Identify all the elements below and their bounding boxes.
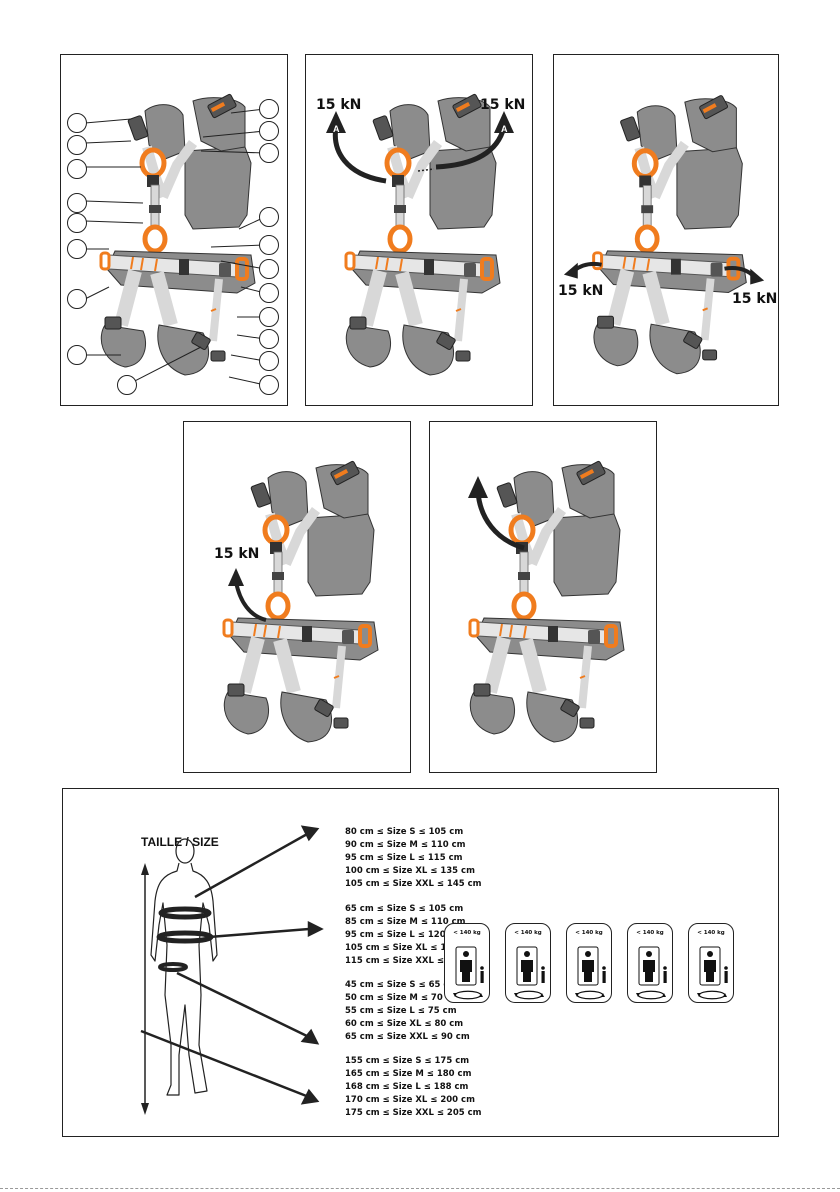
size-row: 170 cm ≤ Size XL ≤ 200 cm <box>345 1095 475 1105</box>
person-info-icon <box>513 946 546 1000</box>
height-size-list: 155 cm ≤ Size S ≤ 175 cm 165 cm ≤ Size M… <box>345 1055 482 1120</box>
callout-circle <box>259 207 279 227</box>
size-row: 65 cm ≤ Size S ≤ 105 cm <box>345 904 464 914</box>
size-title: TAILLE / SIZE <box>141 835 219 849</box>
size-row: 115 cm ≤ Size XXL ≤ 135 cm <box>345 956 482 966</box>
svg-text:A: A <box>333 124 340 134</box>
size-row: 45 cm ≤ Size S ≤ 65 cm <box>345 980 458 990</box>
size-row: 90 cm ≤ Size M ≤ 110 cm <box>345 840 466 850</box>
harness-illustration: A A <box>326 55 514 407</box>
arrow-head <box>326 111 346 133</box>
weight-limit-label: < 140 kg <box>636 930 664 936</box>
callout-circle <box>67 239 87 259</box>
size-row: 105 cm ≤ Size XXL ≤ 145 cm <box>345 879 482 889</box>
chest-band <box>158 906 212 920</box>
callout-circle <box>259 143 279 163</box>
size-row: 95 cm ≤ Size L ≤ 115 cm <box>345 853 463 863</box>
size-label-card: < 140 kg <box>627 923 673 1003</box>
harness-test-panel-3: 15 kN 15 kN <box>553 54 779 406</box>
arrow-head <box>468 476 488 498</box>
harness-illustration <box>563 55 765 407</box>
force-label: 15 kN <box>214 546 260 562</box>
size-row: 80 cm ≤ Size S ≤ 105 cm <box>345 827 464 837</box>
callout-circle <box>67 159 87 179</box>
harness-diagram-panel-1 <box>60 54 288 406</box>
weight-limit-label: < 140 kg <box>514 930 542 936</box>
callout-circle <box>67 113 87 133</box>
size-row: 85 cm ≤ Size M ≤ 110 cm <box>345 917 466 927</box>
size-row: 55 cm ≤ Size L ≤ 75 cm <box>345 1006 457 1016</box>
harness-test-panel-2: A A 15 kN 15 kN <box>305 54 533 406</box>
callout-circle <box>259 99 279 119</box>
person-info-icon <box>696 946 729 1000</box>
callout-circle <box>259 259 279 279</box>
person-info-icon <box>635 946 668 1000</box>
size-chart-panel: TAILLE / SIZE 80 cm ≤ Size S ≤ 105 cm 90 <box>62 788 779 1137</box>
callout-circle <box>259 307 279 327</box>
force-label-left: 15 kN <box>316 97 362 113</box>
harness-test-panel-5 <box>429 421 657 773</box>
force-label-right: 15 kN <box>732 291 778 307</box>
chest-size-list: 80 cm ≤ Size S ≤ 105 cm 90 cm ≤ Size M ≤… <box>345 826 482 891</box>
page-cut-line <box>0 1188 840 1190</box>
size-row: 105 cm ≤ Size XL ≤ 130 cm <box>345 943 475 953</box>
force-label-right: 15 kN <box>480 97 526 113</box>
callout-circle <box>67 345 87 365</box>
thigh-size-list: 45 cm ≤ Size S ≤ 65 cm 50 cm ≤ Size M ≤ … <box>345 979 470 1044</box>
size-row: 60 cm ≤ Size XL ≤ 80 cm <box>345 1019 464 1029</box>
arrow-head <box>494 111 514 133</box>
size-row: 50 cm ≤ Size M ≤ 70 cm <box>345 993 460 1003</box>
harness-test-panel-4: 15 kN <box>183 421 411 773</box>
arrow-head <box>228 568 244 586</box>
harness-illustration <box>430 422 658 774</box>
force-label-left: 15 kN <box>558 283 604 299</box>
size-row: 95 cm ≤ Size L ≤ 120 cm <box>345 930 463 940</box>
callout-circle <box>259 121 279 141</box>
weight-limit-label: < 140 kg <box>575 930 603 936</box>
size-row: 65 cm ≤ Size XXL ≤ 90 cm <box>345 1032 470 1042</box>
callout-circle <box>259 375 279 395</box>
size-row: 175 cm ≤ Size XXL ≤ 205 cm <box>345 1108 482 1118</box>
size-label-card: < 140 kg <box>566 923 612 1003</box>
callout-circle <box>67 213 87 233</box>
person-info-icon <box>452 946 485 1000</box>
callout-circle <box>259 351 279 371</box>
arrow-head <box>750 268 765 285</box>
size-row: 100 cm ≤ Size XL ≤ 135 cm <box>345 866 475 876</box>
callout-circle <box>259 329 279 349</box>
weight-limit-label: < 140 kg <box>697 930 725 936</box>
thigh-band <box>158 962 188 972</box>
callout-circle <box>117 375 137 395</box>
callout-circle <box>259 235 279 255</box>
size-row: 155 cm ≤ Size S ≤ 175 cm <box>345 1056 470 1066</box>
person-info-icon <box>574 946 607 1000</box>
callout-circle <box>67 135 87 155</box>
size-label-card: < 140 kg <box>444 923 490 1003</box>
harness-illustration <box>184 422 412 774</box>
svg-text:A: A <box>501 124 508 134</box>
callout-circle <box>259 283 279 303</box>
weight-limit-label: < 140 kg <box>453 930 481 936</box>
callout-circle <box>67 193 87 213</box>
size-row: 165 cm ≤ Size M ≤ 180 cm <box>345 1069 472 1079</box>
body-figure <box>140 825 324 1115</box>
harness-illustration <box>84 55 266 386</box>
callout-circle <box>67 289 87 309</box>
arrow-head <box>563 262 578 279</box>
waist-size-list: 65 cm ≤ Size S ≤ 105 cm 85 cm ≤ Size M ≤… <box>345 903 482 968</box>
size-label-card: < 140 kg <box>688 923 734 1003</box>
size-label-card: < 140 kg <box>505 923 551 1003</box>
size-row: 168 cm ≤ Size L ≤ 188 cm <box>345 1082 469 1092</box>
